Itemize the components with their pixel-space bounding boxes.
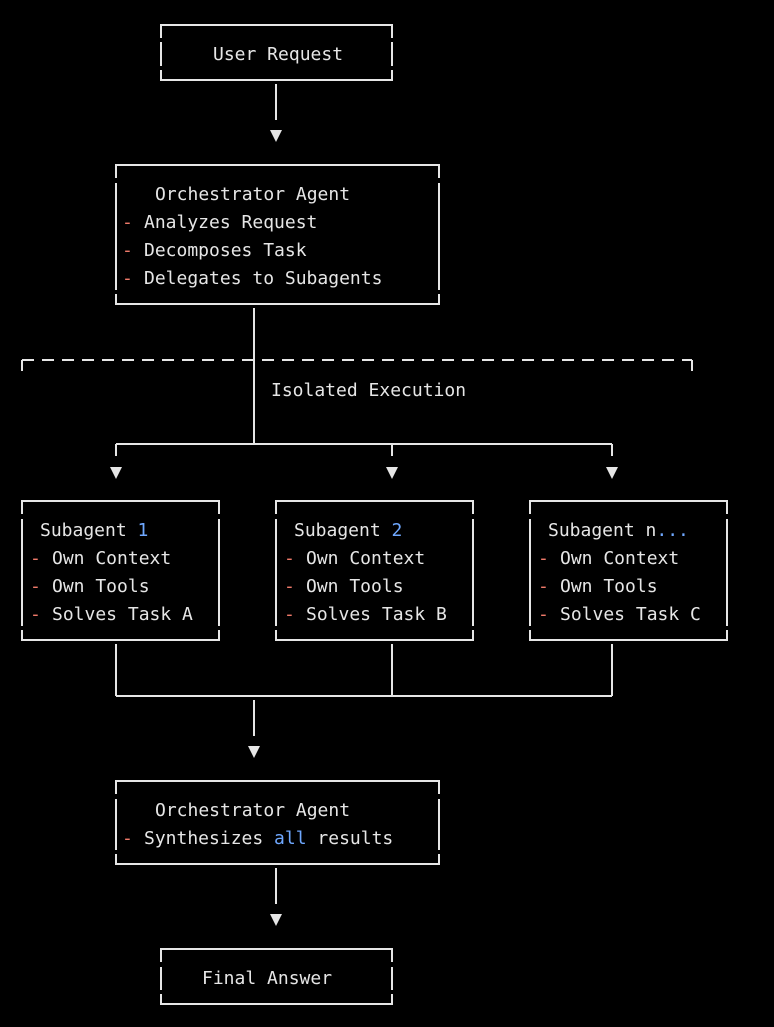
final-answer-label: Final Answer [202, 968, 332, 989]
subagent-title: Subagent 2 [294, 520, 402, 541]
bullet-dash: - [284, 576, 295, 597]
user-request-box: User Request [160, 24, 393, 81]
orchestrator-item: Analyzes Request [144, 212, 317, 233]
arrow-down-icon [270, 130, 282, 142]
bullet-dash: - [538, 548, 549, 569]
arrow-down-icon [386, 467, 398, 479]
subagent-item: Own Tools [306, 576, 404, 597]
subagent-box-2: Subagent 2 - Own Context - Own Tools - S… [275, 500, 474, 641]
subagent-box-n: Subagent n... - Own Context - Own Tools … [529, 500, 728, 641]
bullet-dash: - [30, 576, 41, 597]
bullet-dash: - [122, 268, 133, 289]
subagent-item: Own Context [560, 548, 679, 569]
orchestrator-item: Decomposes Task [144, 240, 307, 261]
bullet-dash: - [284, 548, 295, 569]
subagent-item: Solves Task C [560, 604, 701, 625]
bullet-dash: - [30, 548, 41, 569]
arrow-down-icon [270, 914, 282, 926]
isolated-execution-label: Isolated Execution [271, 380, 466, 401]
orchestrator-title: Orchestrator Agent [155, 800, 350, 821]
bullet-dash: - [122, 240, 133, 261]
bullet-dash: - [122, 828, 133, 849]
subagent-item: Own Context [52, 548, 171, 569]
orchestrator-agent-box: Orchestrator Agent - Analyzes Request - … [115, 164, 440, 305]
orchestrator-synthesis-box: Orchestrator Agent - Synthesizes all res… [115, 780, 440, 865]
final-answer-box: Final Answer [160, 948, 393, 1005]
split-connector [110, 443, 618, 479]
bullet-dash: - [538, 604, 549, 625]
subagent-item: Own Context [306, 548, 425, 569]
subagent-title: Subagent 1 [40, 520, 148, 541]
orchestrator-title: Orchestrator Agent [155, 184, 350, 205]
subagent-item: Own Tools [560, 576, 658, 597]
bullet-dash: - [284, 604, 295, 625]
bullet-dash: - [538, 576, 549, 597]
subagent-item: Own Tools [52, 576, 150, 597]
arrow-down-icon [248, 746, 260, 758]
subagent-item: Solves Task A [52, 604, 193, 625]
arrow-down-icon [110, 467, 122, 479]
bullet-dash: - [122, 212, 133, 233]
subagent-item: Solves Task B [306, 604, 447, 625]
bullet-dash: - [30, 604, 41, 625]
subagent-title: Subagent n... [548, 520, 689, 541]
orchestrator-item: Delegates to Subagents [144, 268, 382, 289]
synthesis-item: Synthesizes all results [144, 828, 393, 849]
isolation-boundary: Isolated Execution [21, 359, 693, 401]
subagent-box-1: Subagent 1 - Own Context - Own Tools - S… [21, 500, 220, 641]
user-request-label: User Request [213, 44, 343, 65]
merge-connector [115, 644, 613, 758]
arrow-down-icon [606, 467, 618, 479]
